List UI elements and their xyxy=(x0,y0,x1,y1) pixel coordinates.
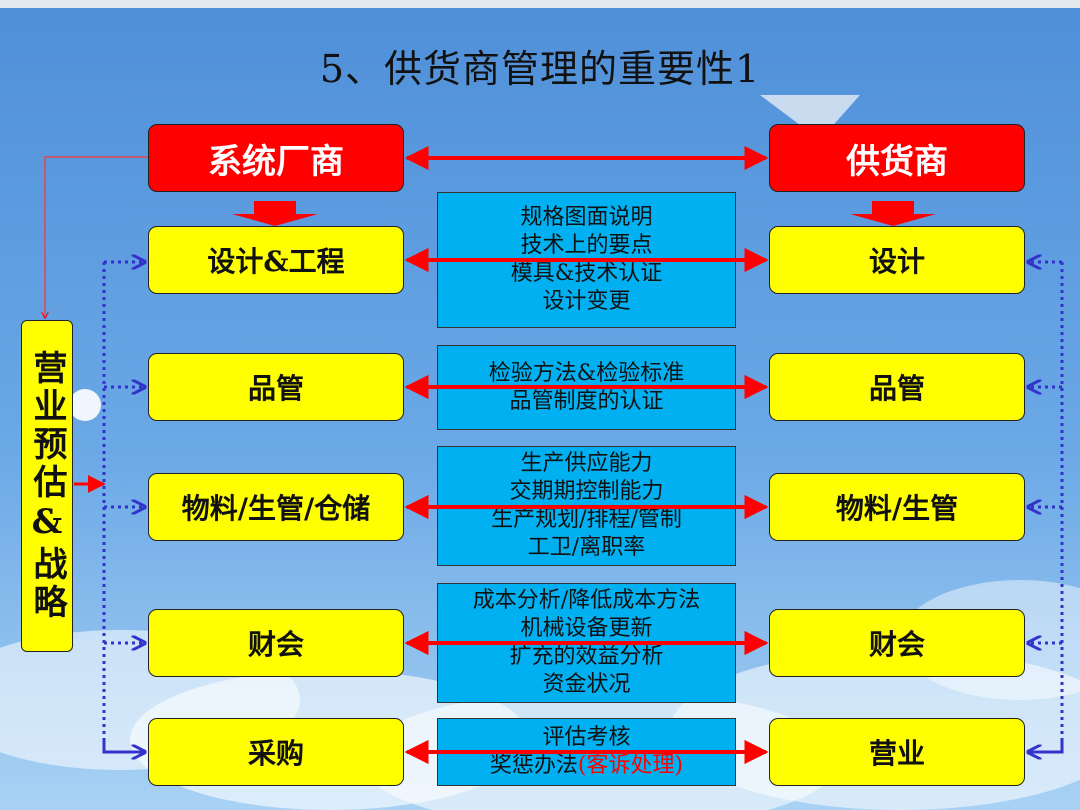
left-solid-arrow xyxy=(102,740,145,752)
down-block-arrow xyxy=(232,201,318,226)
center-line: 生产供应能力 xyxy=(520,451,653,476)
left-box-quality: 品管 xyxy=(148,353,404,421)
center-line: 成本分析/降低成本方法 xyxy=(472,588,701,613)
left-box-purchasing: 采购 xyxy=(148,718,404,786)
center-line: 设计变更 xyxy=(542,289,631,314)
header-to-side-line xyxy=(45,156,148,318)
down-block-arrow xyxy=(850,201,936,226)
right-box-quality: 品管 xyxy=(769,353,1025,421)
center-line: 工卫/离职率 xyxy=(527,535,646,560)
right-solid-arrow xyxy=(1028,740,1064,752)
left-box-finance: 财会 xyxy=(148,609,404,677)
right-box-design: 设计 xyxy=(769,226,1025,294)
right-box-sales: 营业 xyxy=(769,718,1025,786)
supplier-header: 供货商 xyxy=(769,124,1025,192)
sales-forecast-strategy-box: 营业预估&战略 xyxy=(21,320,73,652)
right-box-finance: 财会 xyxy=(769,609,1025,677)
page-title: 5、供货商管理的重要性1 xyxy=(319,47,761,91)
right-box-materials: 物料/生管 xyxy=(769,473,1025,541)
left-box-design-engineering: 设计&工程 xyxy=(148,226,404,294)
left-box-materials: 物料/生管/仓储 xyxy=(148,473,404,541)
center-line: 规格图面说明 xyxy=(520,205,653,230)
center-line: 资金状况 xyxy=(542,672,631,697)
system-vendor-header: 系统厂商 xyxy=(148,124,404,192)
